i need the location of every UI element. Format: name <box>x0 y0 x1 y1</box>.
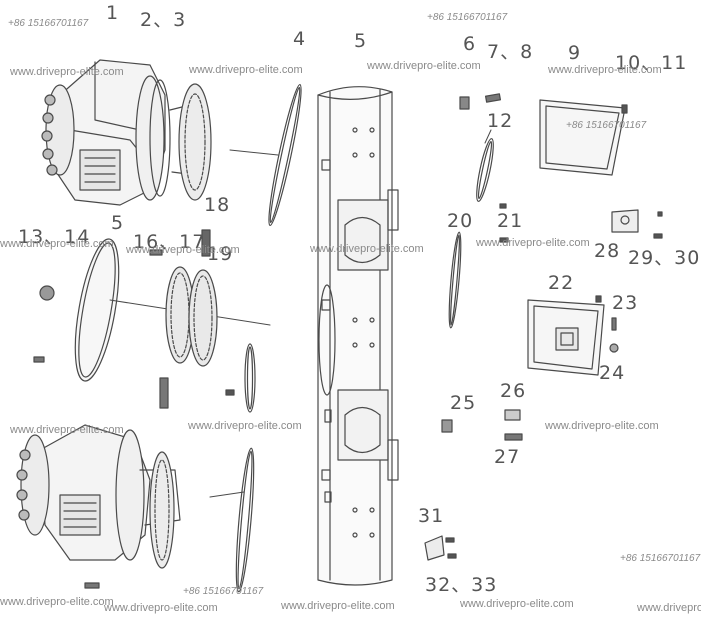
callout-label: 13、14 <box>18 226 91 248</box>
upper-motor-assembly <box>41 59 212 206</box>
watermark-site: www.drivepro-elite.com <box>637 602 701 614</box>
middle-left-parts <box>33 229 271 413</box>
callout-label: 27 <box>494 446 521 468</box>
cover-plate-9 <box>539 99 628 176</box>
callout-label: 12 <box>487 110 514 132</box>
watermark-phone: +86 15166701167 <box>8 18 89 29</box>
watermark-site: www.drivepro-elite.com <box>0 596 114 608</box>
watermark-site: www.drivepro-elite.com <box>10 66 124 78</box>
small-parts-25-27 <box>441 409 523 441</box>
callout-label: 18 <box>204 194 231 216</box>
small-fittings-6-8 <box>459 93 502 202</box>
watermark-phone: +86 15166701167 <box>427 12 508 23</box>
callout-label: 23 <box>612 292 639 314</box>
callout-label: 21 <box>497 210 524 232</box>
main-frame-5 <box>317 86 399 586</box>
watermark-site: www.drivepro-elite.com <box>188 420 302 432</box>
watermark-site: www.drivepro-elite.com <box>10 424 124 436</box>
watermark-phone: +86 15166701167 <box>183 586 264 597</box>
watermark-site: www.drivepro-elite.com <box>104 602 218 614</box>
watermark-site: www.drivepro-elite.com <box>281 600 395 612</box>
seal-20 <box>448 203 509 329</box>
callout-label: 26 <box>500 380 527 402</box>
callout-label: 10、11 <box>615 52 688 74</box>
watermark-site: www.drivepro-elite.com <box>0 238 114 250</box>
callout-label: 19 <box>207 243 234 265</box>
watermark-site: www.drivepro-elite.com <box>460 598 574 610</box>
watermark-site: www.drivepro-elite.com <box>189 64 303 76</box>
block-28 <box>611 209 663 239</box>
small-parts-31-33 <box>424 535 457 561</box>
watermark-site: www.drivepro-elite.com <box>476 237 590 249</box>
callout-label: 7、8 <box>487 41 534 63</box>
callout-label: 1 <box>106 2 120 24</box>
callout-label: 24 <box>599 362 626 384</box>
callout-label: 5 <box>354 30 368 52</box>
callout-label: 16、17 <box>133 231 206 253</box>
callout-label: 5 <box>111 212 125 234</box>
callout-label: 29、30 <box>628 247 701 269</box>
watermark-phone: +86 15166701167 <box>620 553 701 564</box>
watermark-phone: +86 15166701167 <box>566 120 647 131</box>
lower-motor-assembly <box>16 424 255 593</box>
watermark-site: www.drivepro-elite.com <box>367 60 481 72</box>
watermark-site: www.drivepro-elite.com <box>545 420 659 432</box>
callout-label: 4 <box>293 28 307 50</box>
cover-plate-22 <box>527 295 619 376</box>
callout-label: 20 <box>447 210 474 232</box>
callout-label: 2、3 <box>140 9 187 31</box>
callout-label: 32、33 <box>425 574 498 596</box>
watermark-site: www.drivepro-elite.com <box>548 64 662 76</box>
callout-label: 9 <box>568 42 582 64</box>
watermark-site: www.drivepro-elite.com <box>126 244 240 256</box>
callout-label: 25 <box>450 392 477 414</box>
callout-label: 22 <box>548 272 575 294</box>
callout-label: 28 <box>594 240 621 262</box>
watermark-site: www.drivepro-elite.com <box>310 243 424 255</box>
o-ring-4 <box>229 83 302 227</box>
callout-label: 6 <box>463 33 477 55</box>
callout-label: 31 <box>418 505 445 527</box>
